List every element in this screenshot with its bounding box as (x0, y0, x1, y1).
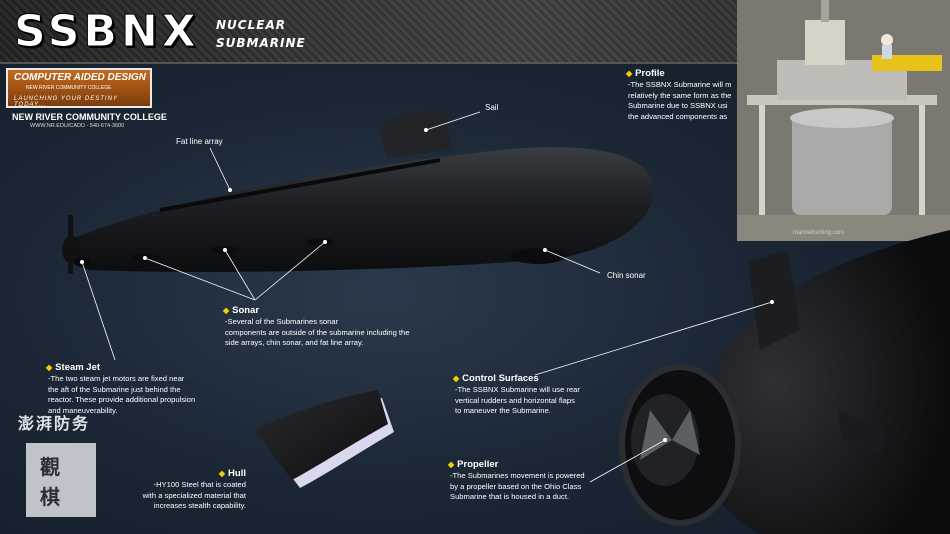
sonar-heading: ◆Sonar (223, 305, 259, 316)
watermark-seal: 觀 棋 (26, 443, 96, 517)
dot-sail (424, 128, 428, 132)
subtitle-line2: SUBMARINE (216, 36, 306, 50)
leader-sonar-3 (254, 241, 326, 301)
profile-desc: -The SSBNX Submarine will m relatively t… (628, 80, 731, 122)
control-surfaces-heading: ◆Control Surfaces (453, 373, 539, 384)
control-surfaces-line1: -The SSBNX Submarine will use rear (455, 385, 580, 394)
hull-heading-text: Hull (228, 468, 246, 479)
label-fat-line-array: Fat line array (176, 137, 223, 146)
dot-steam-jet (80, 260, 84, 264)
photo-caption: marinetraining.com (793, 230, 845, 236)
hull-heading: ◆Hull (130, 468, 246, 479)
control-surfaces-desc: -The SSBNX Submarine will use rear verti… (455, 385, 580, 417)
propeller-blades (640, 410, 700, 460)
watermark-text: 澎湃防务 (18, 414, 91, 433)
horizontal-flap (838, 410, 885, 455)
leader-sonar-1 (144, 257, 256, 301)
submarine-sail (378, 111, 452, 158)
label-sail: Sail (485, 103, 499, 112)
leader-sail (425, 111, 481, 131)
logo-line2: NEW RIVER COMMUNITY COLLEGE (26, 85, 112, 91)
steam-jet-line3: reactor. These provide additional propul… (48, 395, 196, 404)
leader-control-surfaces (534, 301, 773, 376)
hull-plate-steel (254, 390, 388, 480)
fat-line-array-stripe (159, 158, 441, 212)
sonar-line2: components are outside of the submarine … (225, 327, 410, 337)
subtitle-line1: NUCLEAR (216, 18, 286, 32)
control-surfaces-line2: vertical rudders and horizontal flaps (455, 395, 575, 405)
side-array-bump-3 (306, 238, 334, 246)
leader-fat-line (209, 147, 231, 191)
logo-line1: COMPUTER AIDED DESIGN (14, 72, 146, 83)
steam-jet-heading: ◆Steam Jet (46, 362, 100, 373)
bullet-icon: ◆ (46, 363, 53, 372)
propeller-heading: ◆Propeller (448, 459, 498, 470)
profile-line1: -The SSBNX Submarine will m (628, 80, 732, 89)
hull-line1: -HY100 Steel that is coated (153, 480, 246, 489)
bullet-icon: ◆ (448, 460, 455, 469)
cad-logo: COMPUTER AIDED DESIGN NEW RIVER COMMUNIT… (6, 68, 152, 108)
steam-jet-line2: the aft of the Submarine just behind the (48, 384, 181, 394)
sonar-line3: side arrays, chin sonar, and fat line ar… (225, 338, 364, 347)
hull-desc: -HY100 Steel that is coated with a speci… (100, 480, 246, 512)
dot-sonar-3 (323, 240, 327, 244)
propeller-line1: -The Submarines movement is powered (450, 471, 585, 480)
profile-line2: relatively the same form as the (628, 90, 732, 100)
vertical-rudder (748, 250, 800, 350)
leader-sonar-2 (224, 249, 256, 301)
stern-rudder (68, 215, 73, 237)
steam-jet-line1: -The two steam jet motors are fixed near (48, 374, 185, 383)
stern-closeup-hull (700, 230, 950, 534)
bullet-icon: ◆ (218, 469, 226, 478)
chin-sonar-dome (510, 248, 566, 264)
leader-propeller (589, 439, 666, 483)
profile-heading: ◆Profile (626, 68, 665, 79)
page-title: SSBNX (14, 6, 200, 58)
college-info: WWW.NR.EDU/CADD - 540-674-3600 (30, 123, 125, 129)
propeller-line3: Submarine that is housed in a duct. (450, 492, 570, 501)
stern-lower-rudder (68, 258, 73, 274)
dot-sonar-1 (143, 256, 147, 260)
reactor-photo: marinetraining.com (737, 0, 950, 241)
logo-line3: LAUNCHING YOUR DESTINY TODAY... (14, 96, 118, 108)
profile-line3: Submarine due to SSBNX usi (628, 101, 728, 110)
leader-chin-sonar (544, 249, 601, 274)
sonar-line1: -Several of the Submarines sonar (225, 317, 339, 326)
dot-fat-line (228, 188, 232, 192)
profile-line4: the advanced components as (628, 111, 728, 121)
hull-line2: with a specialized material that (142, 490, 246, 500)
hull-line3: increases stealth capability. (153, 501, 246, 510)
submarine-hull (66, 147, 654, 272)
bullet-icon: ◆ (626, 69, 633, 78)
steam-jet-line4: and maneuverability. (48, 405, 118, 415)
propeller-line2: by a propeller based on the Ohio Class (450, 481, 582, 491)
control-surfaces-line3: to maneuver the Submarine. (455, 406, 551, 415)
dot-propeller (663, 438, 667, 442)
college-name: NEW RIVER COMMUNITY COLLEGE (12, 112, 167, 122)
control-surfaces-heading-text: Control Surfaces (462, 373, 539, 384)
sonar-desc: -Several of the Submarines sonar compone… (225, 317, 409, 349)
profile-heading-text: Profile (635, 68, 665, 79)
dot-sonar-2 (223, 248, 227, 252)
seal-char2: 棋 (40, 485, 60, 509)
propeller-desc: -The Submarines movement is powered by a… (450, 471, 585, 503)
steam-jet-heading-text: Steam Jet (55, 362, 101, 373)
propeller-heading-text: Propeller (457, 459, 499, 470)
bullet-icon: ◆ (223, 306, 230, 315)
dot-chin-sonar (543, 248, 547, 252)
leader-steam-jet (81, 261, 116, 361)
steam-jet-desc: -The two steam jet motors are fixed near… (48, 374, 195, 416)
bullet-icon: ◆ (453, 374, 460, 383)
label-chin-sonar: Chin sonar (607, 271, 646, 280)
sonar-heading-text: Sonar (232, 305, 260, 316)
dot-control-surfaces (770, 300, 774, 304)
seal-char1: 觀 (40, 455, 60, 479)
reactor-photo-drawing (737, 0, 950, 241)
stern-propulsor (62, 236, 82, 264)
